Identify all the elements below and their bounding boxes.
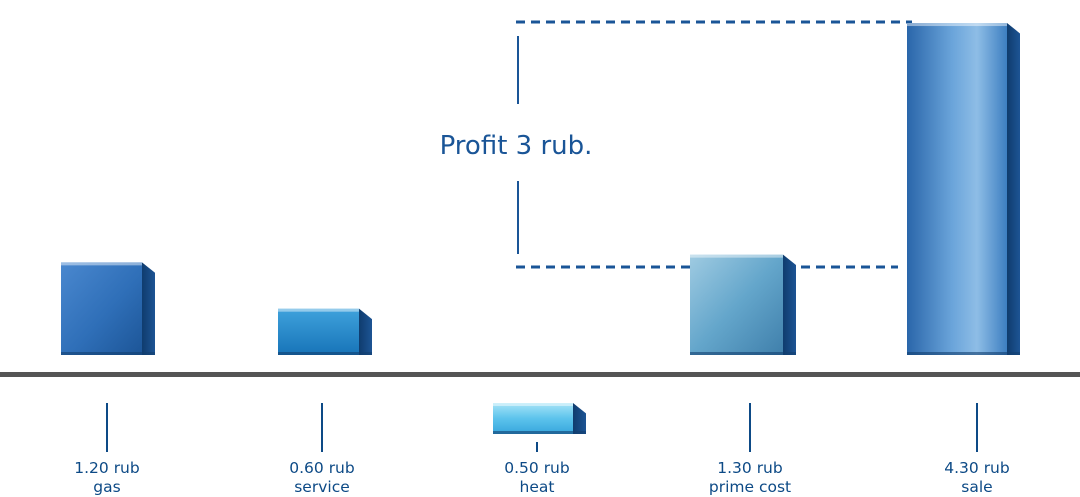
value-label-heat: 0.50 rub — [504, 459, 569, 477]
bar-heat-shade — [493, 431, 586, 434]
bar-prime-cost-shade — [690, 352, 796, 355]
bar-sale-shade — [907, 352, 1020, 355]
bar-service — [278, 308, 372, 355]
bar-prime-cost-highlight — [690, 254, 783, 258]
bar-prime-cost — [690, 254, 796, 355]
bar-gas — [61, 262, 155, 355]
bar-service-side — [359, 308, 372, 355]
bar-service-front — [278, 308, 359, 355]
bar-sale-front — [907, 23, 1007, 355]
bar-heat-side — [573, 403, 586, 434]
baseline-axis — [0, 372, 1080, 377]
category-label-heat: heat — [520, 478, 555, 496]
bar-heat-highlight — [493, 403, 573, 406]
bar-service-highlight — [278, 308, 359, 312]
category-label-prime-cost: prime cost — [709, 478, 791, 496]
category-label-sale: sale — [961, 478, 992, 496]
bar-heat-front — [493, 403, 573, 434]
bar-gas-highlight — [61, 262, 142, 266]
value-label-prime-cost: 1.30 rub — [717, 459, 782, 477]
value-label-gas: 1.20 rub — [74, 459, 139, 477]
bar-gas-shade — [61, 352, 155, 355]
value-label-service: 0.60 rub — [289, 459, 354, 477]
bar-service-shade — [278, 352, 372, 355]
bars-group — [61, 23, 1020, 434]
category-label-gas: gas — [93, 478, 120, 496]
bar-gas-front — [61, 262, 142, 355]
bar-sale-side — [1007, 23, 1020, 355]
bar-sale — [907, 23, 1020, 355]
bar-heat — [493, 403, 586, 434]
profit-annotation: Profit 3 rub. — [440, 131, 593, 161]
category-label-service: service — [294, 478, 350, 496]
value-label-sale: 4.30 rub — [944, 459, 1009, 477]
bar-sale-highlight — [907, 23, 1007, 27]
bar-gas-side — [142, 262, 155, 355]
bar-prime-cost-side — [783, 254, 796, 355]
bar-prime-cost-front — [690, 254, 783, 355]
